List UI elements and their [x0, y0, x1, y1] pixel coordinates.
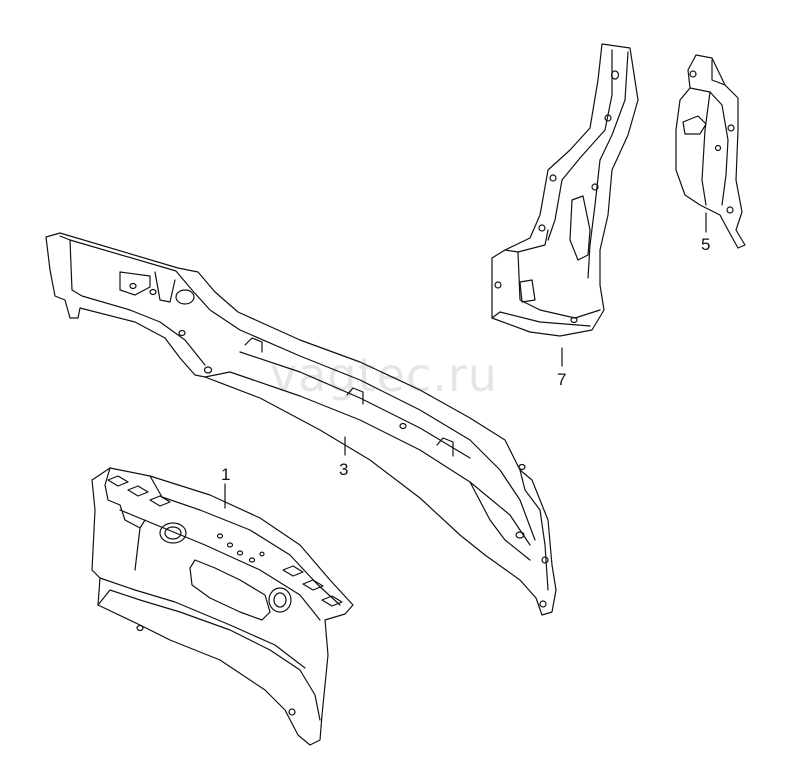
part-3-cross-member [46, 233, 556, 615]
part-7-pillar [492, 44, 638, 366]
callout-part-1: 1 [221, 465, 231, 484]
part-5-bracket [676, 55, 745, 248]
callout-part-3: 3 [339, 460, 349, 479]
part-1-rear-panel [92, 468, 353, 745]
callout-part-7: 7 [557, 370, 567, 389]
callout-part-5: 5 [701, 235, 711, 254]
